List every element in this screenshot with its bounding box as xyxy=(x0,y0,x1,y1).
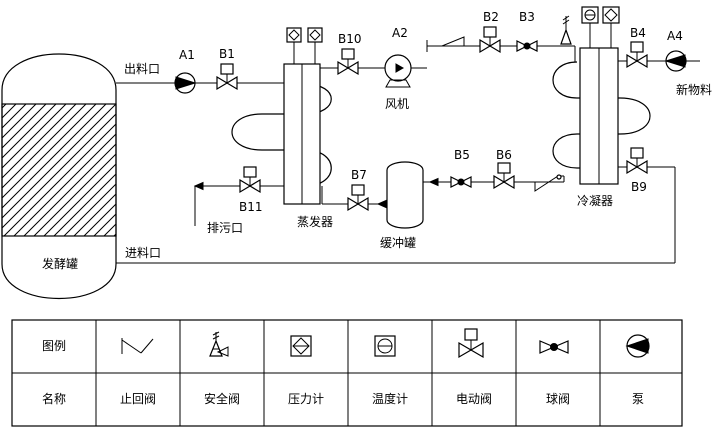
evaporator-label: 蒸发器 xyxy=(297,214,333,229)
safety-valve-icon xyxy=(560,15,572,45)
ball-valve-icon xyxy=(539,340,569,354)
check-valve-icon xyxy=(426,36,480,52)
buffer-tank-label: 缓冲罐 xyxy=(380,235,416,250)
pressure-gauge-icon xyxy=(286,27,302,64)
tag-b5: B5 xyxy=(454,148,470,162)
pump-icon xyxy=(664,54,686,68)
tag-a2: A2 xyxy=(392,26,408,40)
tag-a1: A1 xyxy=(179,48,195,62)
fan-label: 风机 xyxy=(385,97,409,111)
fan-a2: A2 风机 xyxy=(384,26,412,111)
tag-b4: B4 xyxy=(630,26,646,40)
legend-pressure-gauge-name: 压力计 xyxy=(288,392,324,406)
legend-table: 图例 名称 xyxy=(11,319,683,427)
pressure-gauge-icon xyxy=(602,6,620,48)
motorized-valve-icon xyxy=(458,328,484,359)
legend-safety-valve-name: 安全阀 xyxy=(204,391,240,406)
legend-check-valve-name: 止回阀 xyxy=(120,392,156,406)
legend-name-label: 名称 xyxy=(42,391,66,406)
pressure-gauge-icon xyxy=(290,335,312,357)
thermometer-icon xyxy=(374,335,396,357)
motorized-valve-b10: B10 xyxy=(337,32,362,76)
drain-label: 排污口 xyxy=(207,221,243,235)
condenser: 冷凝器 xyxy=(552,6,651,208)
new-material-label: 新物料 xyxy=(676,82,712,97)
motorized-valve-b9: B9 xyxy=(626,147,648,194)
ball-valve-b3: B3 xyxy=(516,10,538,52)
motorized-valve-b7: B7 xyxy=(347,168,369,212)
tag-b6: B6 xyxy=(496,148,512,162)
ball-valve-b5: B5 xyxy=(450,148,472,188)
legend-thermometer-name: 温度计 xyxy=(372,391,408,406)
legend-pump-name: 泵 xyxy=(632,392,644,406)
fan-icon xyxy=(395,63,405,73)
motorized-valve-b2: B2 xyxy=(479,10,501,54)
buffer-tank: 缓冲罐 xyxy=(380,161,424,250)
motorized-valve-b6: B6 xyxy=(493,148,515,190)
pump-a4: A4 xyxy=(664,29,687,72)
tag-b7: B7 xyxy=(351,168,367,182)
thermometer-icon xyxy=(581,6,599,48)
safety-valve-icon xyxy=(209,331,229,357)
legend-motorized-valve-name: 电动阀 xyxy=(456,392,492,406)
outlet-label: 出料口 xyxy=(124,62,160,76)
tag-b10: B10 xyxy=(338,32,362,46)
check-valve-icon xyxy=(514,174,564,192)
flow-arrows xyxy=(193,177,439,209)
arrow-icon xyxy=(193,181,204,191)
pressure-gauge-icon xyxy=(307,27,323,64)
tag-a4: A4 xyxy=(667,29,683,43)
tag-b3: B3 xyxy=(519,10,535,24)
pump-icon xyxy=(175,76,197,90)
inlet-label: 进料口 xyxy=(125,246,161,260)
tag-b1: B1 xyxy=(219,47,235,61)
pump-icon xyxy=(625,334,650,358)
pump-a1: A1 xyxy=(174,48,197,94)
motorized-valve-b11: B11 xyxy=(239,166,263,214)
arrow-icon xyxy=(428,177,439,187)
condenser-label: 冷凝器 xyxy=(577,193,613,208)
legend-ball-valve-name: 球阀 xyxy=(546,392,570,406)
arrow-icon xyxy=(376,199,387,209)
motorized-valve-b4: B4 xyxy=(626,26,648,69)
tank-label: 发酵罐 xyxy=(42,256,78,271)
tag-b11: B11 xyxy=(239,200,263,214)
tag-b2: B2 xyxy=(483,10,499,24)
evaporator: 蒸发器 xyxy=(231,27,333,229)
motorized-valve-b1: B1 xyxy=(216,47,238,91)
check-valve-icon xyxy=(121,338,154,354)
tag-b9: B9 xyxy=(631,180,647,194)
fermentation-tank: 发酵罐 xyxy=(1,53,117,299)
legend-header-label: 图例 xyxy=(42,339,66,353)
